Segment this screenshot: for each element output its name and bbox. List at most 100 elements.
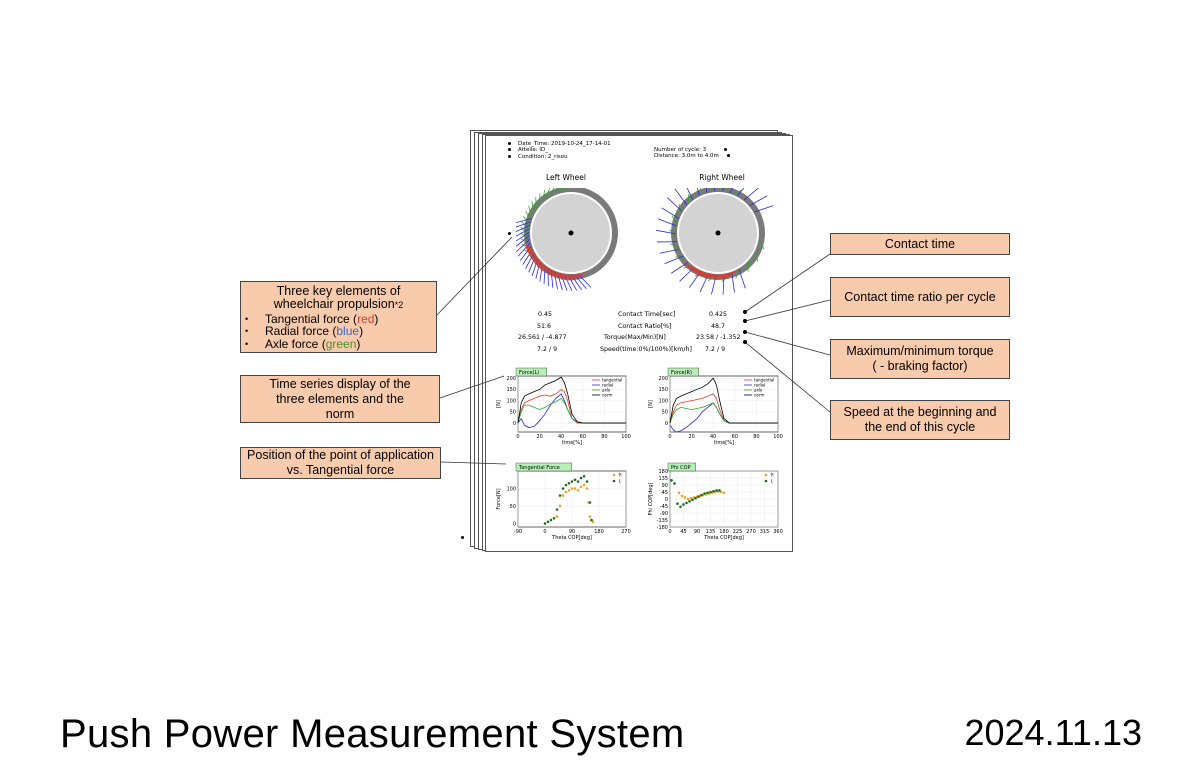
x-tick-label: 0 (668, 529, 671, 535)
force-vector (551, 274, 568, 277)
left-wheel-title: Left Wheel (546, 173, 586, 182)
force-vector (523, 215, 530, 227)
force-vector (712, 273, 729, 280)
chart-title: Tangential Force (518, 465, 560, 471)
y-tick-label: 100 (658, 398, 668, 404)
data-point-L (576, 480, 580, 483)
data-point-L (561, 487, 565, 490)
x-tick-label: 40 (710, 434, 716, 440)
force-vector (550, 188, 555, 197)
data-point-L (715, 489, 718, 492)
data-point-R (570, 487, 574, 490)
data-point-L (543, 522, 547, 525)
force-vector (664, 255, 684, 265)
chart-title-box (667, 462, 696, 472)
force-vector (722, 188, 724, 192)
chart-title: Force(R) (671, 370, 692, 376)
force-vector (516, 239, 530, 253)
data-point-L (590, 518, 593, 522)
report-page: Date_Time: 2019-10-24_17-14-01 Attelle: … (485, 135, 793, 552)
y-tick-label: 180 (658, 469, 668, 475)
callout-speed: Speed at the beginning and the end of th… (830, 400, 1010, 440)
force-vector (535, 197, 537, 210)
force-vector (731, 272, 735, 293)
stat-label: Contact Time[sec] (618, 311, 676, 318)
connector-dot (743, 330, 747, 334)
force-vector (671, 215, 678, 226)
wheel-axle (568, 230, 574, 236)
force-vector (563, 188, 568, 192)
data-point-L (688, 500, 691, 503)
y-tick-label: 90 (662, 483, 668, 489)
list-item: Axle force (green) (245, 337, 436, 350)
force-vector (530, 257, 545, 267)
force-vector (703, 274, 720, 278)
stat-left: 7.2 / 9 (537, 345, 558, 353)
force-vector (657, 218, 677, 227)
force-vector (678, 203, 682, 214)
data-point-L (718, 489, 721, 492)
data-point-L (694, 496, 697, 500)
x-tick-label: 45 (680, 529, 686, 535)
force-vector (524, 241, 535, 255)
force-vector (689, 268, 706, 274)
stat-label: Contact Ratio[%] (618, 322, 672, 330)
data-point-L (685, 501, 688, 505)
y-tick-label: 100 (506, 486, 516, 492)
force-vector (525, 210, 531, 223)
callout-key-elements: Three key elements of wheelchair propuls… (240, 281, 437, 353)
data-point-R (722, 491, 726, 495)
force-vector (722, 270, 737, 280)
y-tick-label: 100 (506, 398, 516, 404)
y-axis-label: [N] (648, 400, 654, 408)
stat-right: 23.58 / -1.352 (696, 334, 741, 342)
y-tick-label: 50 (662, 410, 668, 416)
data-point-R (591, 520, 595, 524)
y-tick-label: 0 (665, 421, 668, 427)
connector-line (744, 341, 831, 413)
x-tick-label: 180 (719, 529, 729, 535)
y-axis-label: Force[N] (496, 488, 502, 509)
force-vector (557, 274, 574, 279)
page-title: Push Power Measurement System (60, 712, 685, 756)
y-tick-label: 135 (658, 476, 668, 482)
list-item: Radial force (blue) (245, 325, 436, 338)
y-tick-label: 150 (506, 387, 516, 393)
data-point-R (686, 497, 690, 501)
y-tick-label: 150 (658, 387, 668, 393)
force-vector (705, 188, 708, 193)
wheel-axle (715, 230, 721, 236)
force-vector (659, 248, 680, 254)
legend-label: R (619, 473, 622, 478)
connector-line (744, 253, 831, 313)
x-tick-label: 80 (753, 434, 759, 440)
force-vector (719, 271, 734, 280)
left-wheel-diagram (516, 188, 618, 291)
force-vector (697, 188, 702, 197)
force-vector (528, 205, 533, 218)
force-vector (732, 189, 742, 194)
connector-line (744, 299, 831, 322)
x-tick-label: 0 (668, 434, 671, 440)
x-tick-label: 0 (543, 529, 546, 535)
data-point-R (582, 483, 586, 487)
force-vector (563, 274, 573, 291)
force-vector (674, 188, 688, 206)
legend-swatch (612, 479, 616, 483)
y-tick-label: 0 (513, 421, 516, 427)
stat-left: 51.6 (537, 322, 552, 330)
x-tick-label: 60 (732, 434, 738, 440)
legend-swatch (764, 479, 768, 483)
force-vector (516, 225, 530, 232)
force-vector (667, 197, 683, 212)
stats-row: 7.2 / 9 Speed(time:0%/100%)[km/h] 7.2 / … (518, 344, 758, 356)
x-tick-label: 100 (621, 434, 631, 440)
callout-contact-time: Contact time (830, 233, 1010, 255)
force-vector (687, 193, 690, 204)
legend-label: radial (754, 383, 765, 388)
callout-torque: Maximum/minimum torque ( - braking facto… (830, 339, 1010, 379)
legend-label: norm (602, 393, 613, 398)
chart-title-box (515, 462, 572, 472)
